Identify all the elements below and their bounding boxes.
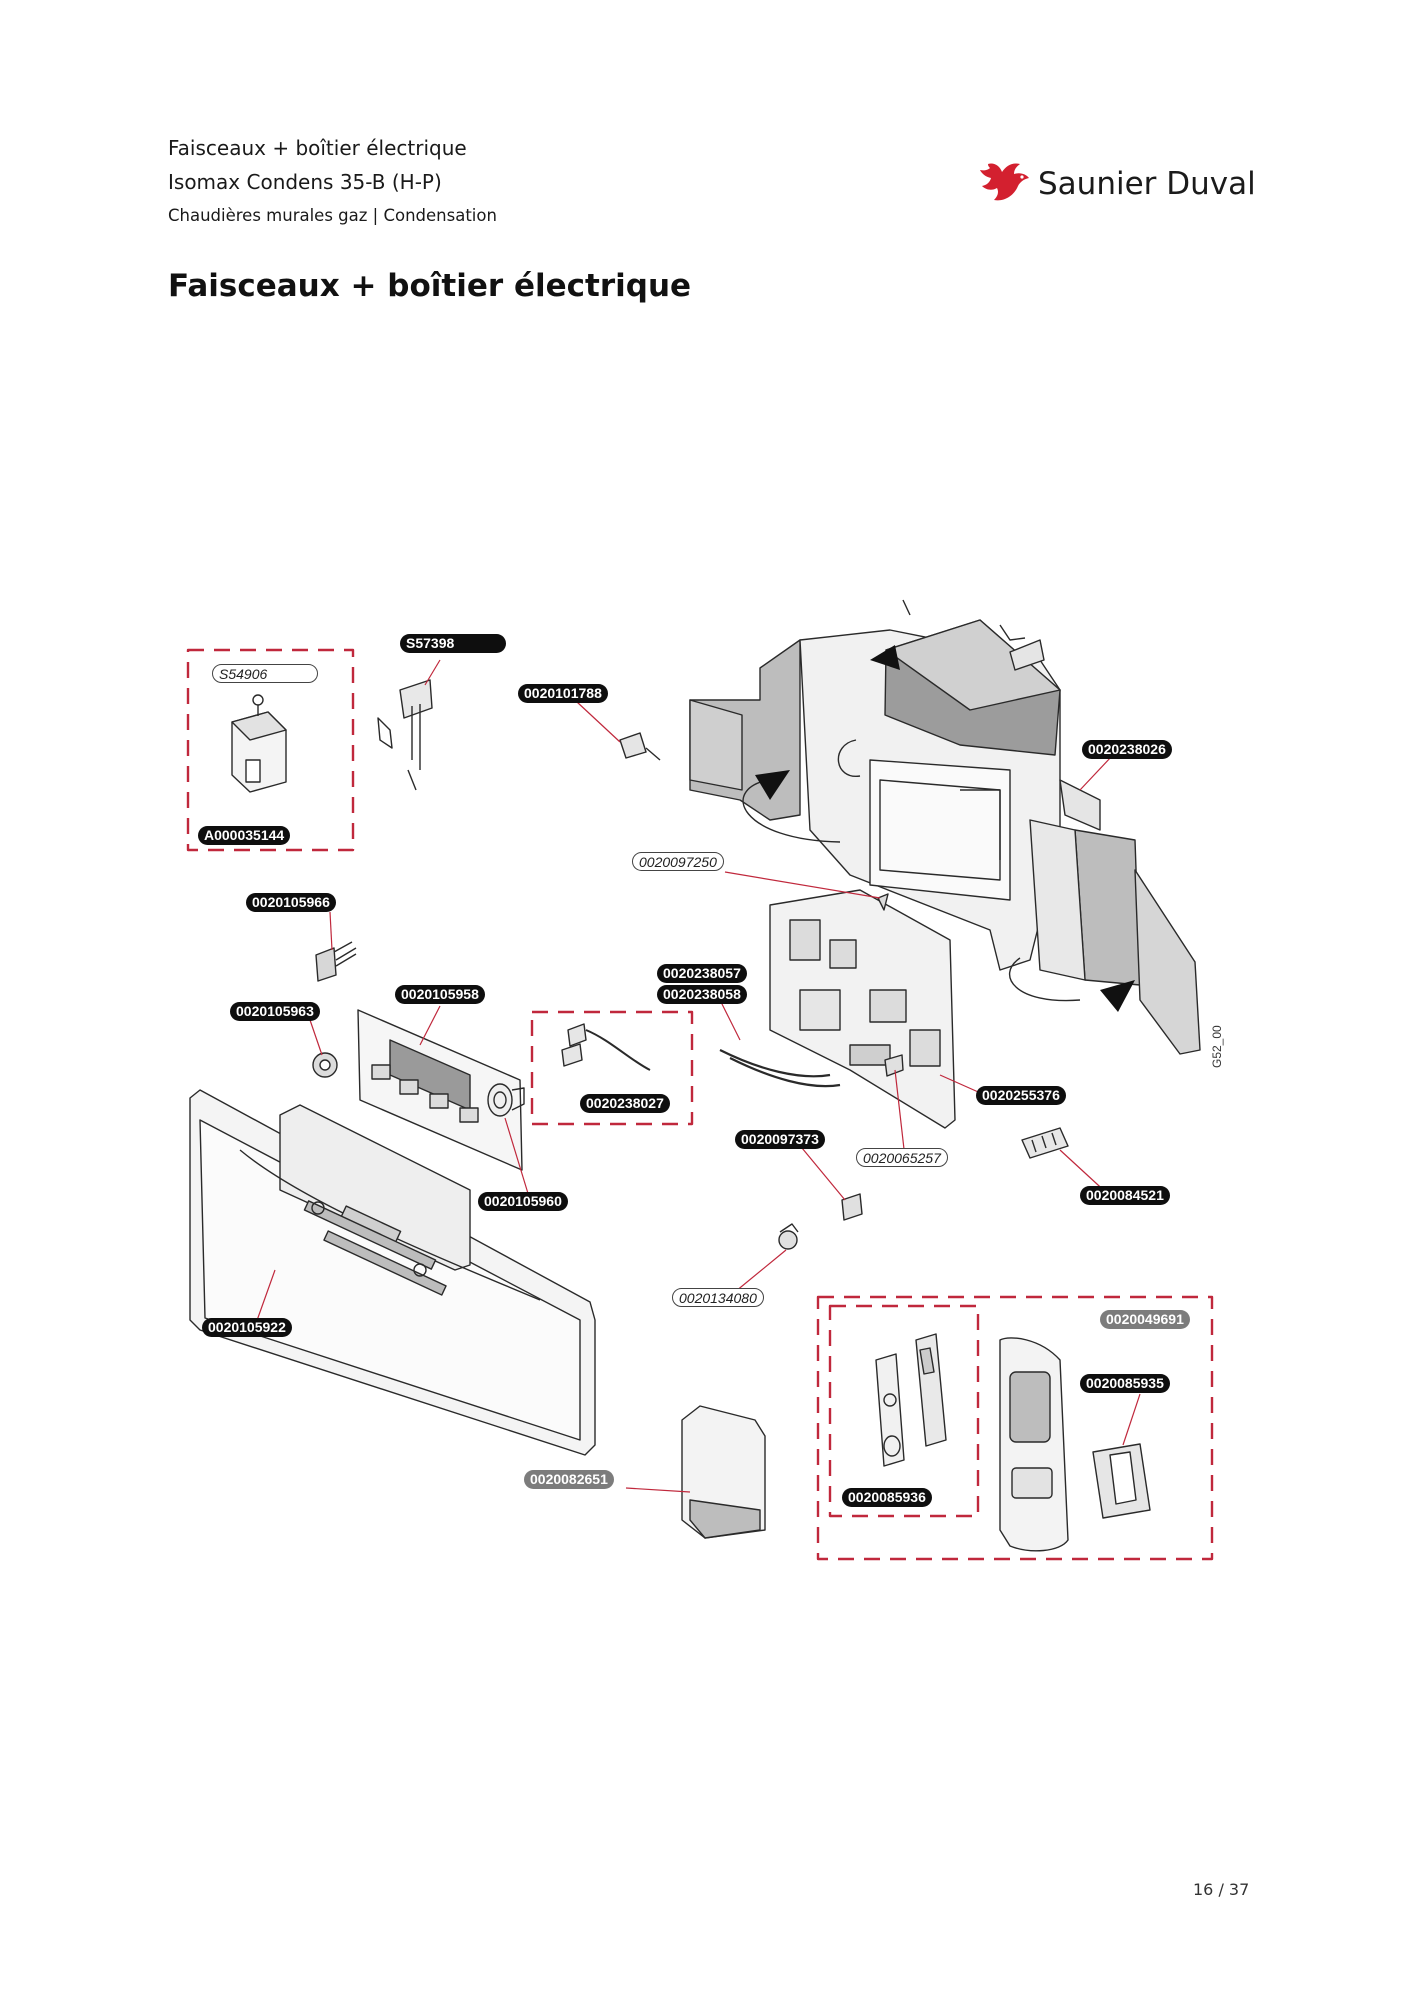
header-product: Isomax Condens 35-B (H-P) xyxy=(168,170,442,194)
part-label-0020105966: 0020105966 xyxy=(246,893,336,912)
part-label-0020097250: 0020097250 xyxy=(632,852,724,871)
screw-0020097250 xyxy=(877,893,889,911)
connector-s57398 xyxy=(377,679,433,791)
leader-0020238026 xyxy=(1079,755,1113,791)
wall-module-0020085936 xyxy=(875,1333,947,1467)
knob-0020105960 xyxy=(487,1083,525,1117)
connector-0020065257 xyxy=(884,1054,904,1077)
part-label-0020238027: 0020238027 xyxy=(580,1094,670,1113)
part-label-s57398: S57398 xyxy=(400,634,506,653)
diagram-reference-code: G52_00 xyxy=(1210,1025,1224,1068)
harness-0020238027 xyxy=(561,1023,651,1071)
part-label-0020105963: 0020105963 xyxy=(230,1002,320,1021)
part-label-0020082651: 0020082651 xyxy=(524,1470,614,1489)
leader-0020085935 xyxy=(1122,1393,1141,1446)
terminal-0020084521 xyxy=(1021,1127,1069,1159)
part-label-0020255376: 0020255376 xyxy=(976,1086,1066,1105)
leader-0020097373 xyxy=(801,1147,846,1201)
leader-0020105922 xyxy=(254,1269,276,1327)
part-label-a000035144: A000035144 xyxy=(198,826,291,845)
leader-0020105963 xyxy=(309,1019,323,1056)
part-label-0020085936: 0020085936 xyxy=(842,1488,932,1507)
part-label-0020238057: 0020238057 xyxy=(657,964,747,983)
remote-holder-0020085935 xyxy=(1092,1443,1151,1519)
knob-0020105963 xyxy=(312,1052,338,1078)
leader-0020097250 xyxy=(724,871,881,899)
part-label-0020084521: 0020084521 xyxy=(1080,1186,1170,1205)
leader-0020082651 xyxy=(625,1487,691,1493)
part-label-0020085935: 0020085935 xyxy=(1080,1374,1170,1393)
part-label-0020049691: 0020049691 xyxy=(1100,1310,1190,1329)
cable-0020101788 xyxy=(619,732,661,761)
page-number: 16 / 37 xyxy=(1193,1880,1250,1899)
brand-logo: Saunier Duval xyxy=(978,156,1256,208)
part-label-0020065257: 0020065257 xyxy=(856,1148,948,1167)
leader-0020105966 xyxy=(329,911,333,951)
electrical-box-housing xyxy=(689,599,1201,1055)
page-title: Faisceaux + boîtier électrique xyxy=(168,268,692,304)
header-category: Faisceaux + boîtier électrique xyxy=(168,136,467,160)
connector-0020097373 xyxy=(841,1193,863,1221)
part-label-0020238026: 0020238026 xyxy=(1082,740,1172,759)
leader-0020105960 xyxy=(504,1117,531,1201)
connector-0020105966 xyxy=(315,941,357,982)
part-label-0020238058: 0020238058 xyxy=(657,985,747,1004)
part-label-0020134080: 0020134080 xyxy=(672,1288,764,1307)
part-label-0020105922: 0020105922 xyxy=(202,1318,292,1337)
header-range: Chaudières murales gaz | Condensation xyxy=(168,206,497,225)
group-box-wall-module xyxy=(828,1304,980,1518)
part-label-0020101788: 0020101788 xyxy=(518,684,608,703)
group-box-remote xyxy=(816,1295,1214,1561)
rotation-arrows xyxy=(755,645,1135,1012)
front-fascia-0020105922 xyxy=(189,1089,596,1456)
part-label-s54906: S54906 xyxy=(212,664,318,683)
display-board-0020105958 xyxy=(357,1009,523,1171)
connector-0020134080 xyxy=(778,1223,799,1250)
red-bird-logo-icon xyxy=(980,163,1029,201)
leader-0020065257 xyxy=(894,1069,906,1159)
transformer-part xyxy=(231,694,287,793)
leader-0020101788 xyxy=(576,701,621,743)
part-label-0020097373: 0020097373 xyxy=(735,1130,825,1149)
main-pcb xyxy=(719,889,956,1129)
group-box-transformer xyxy=(186,648,355,852)
brand-name: Saunier Duval xyxy=(1038,166,1256,202)
remote-control xyxy=(999,1337,1069,1552)
leader-0020105958 xyxy=(419,1005,441,1046)
outdoor-sensor-0020082651 xyxy=(681,1405,766,1539)
leader-s57398 xyxy=(424,659,441,686)
part-label-0020105960: 0020105960 xyxy=(478,1192,568,1211)
group-box-harness xyxy=(530,1010,694,1126)
part-label-0020105958: 0020105958 xyxy=(395,985,485,1004)
